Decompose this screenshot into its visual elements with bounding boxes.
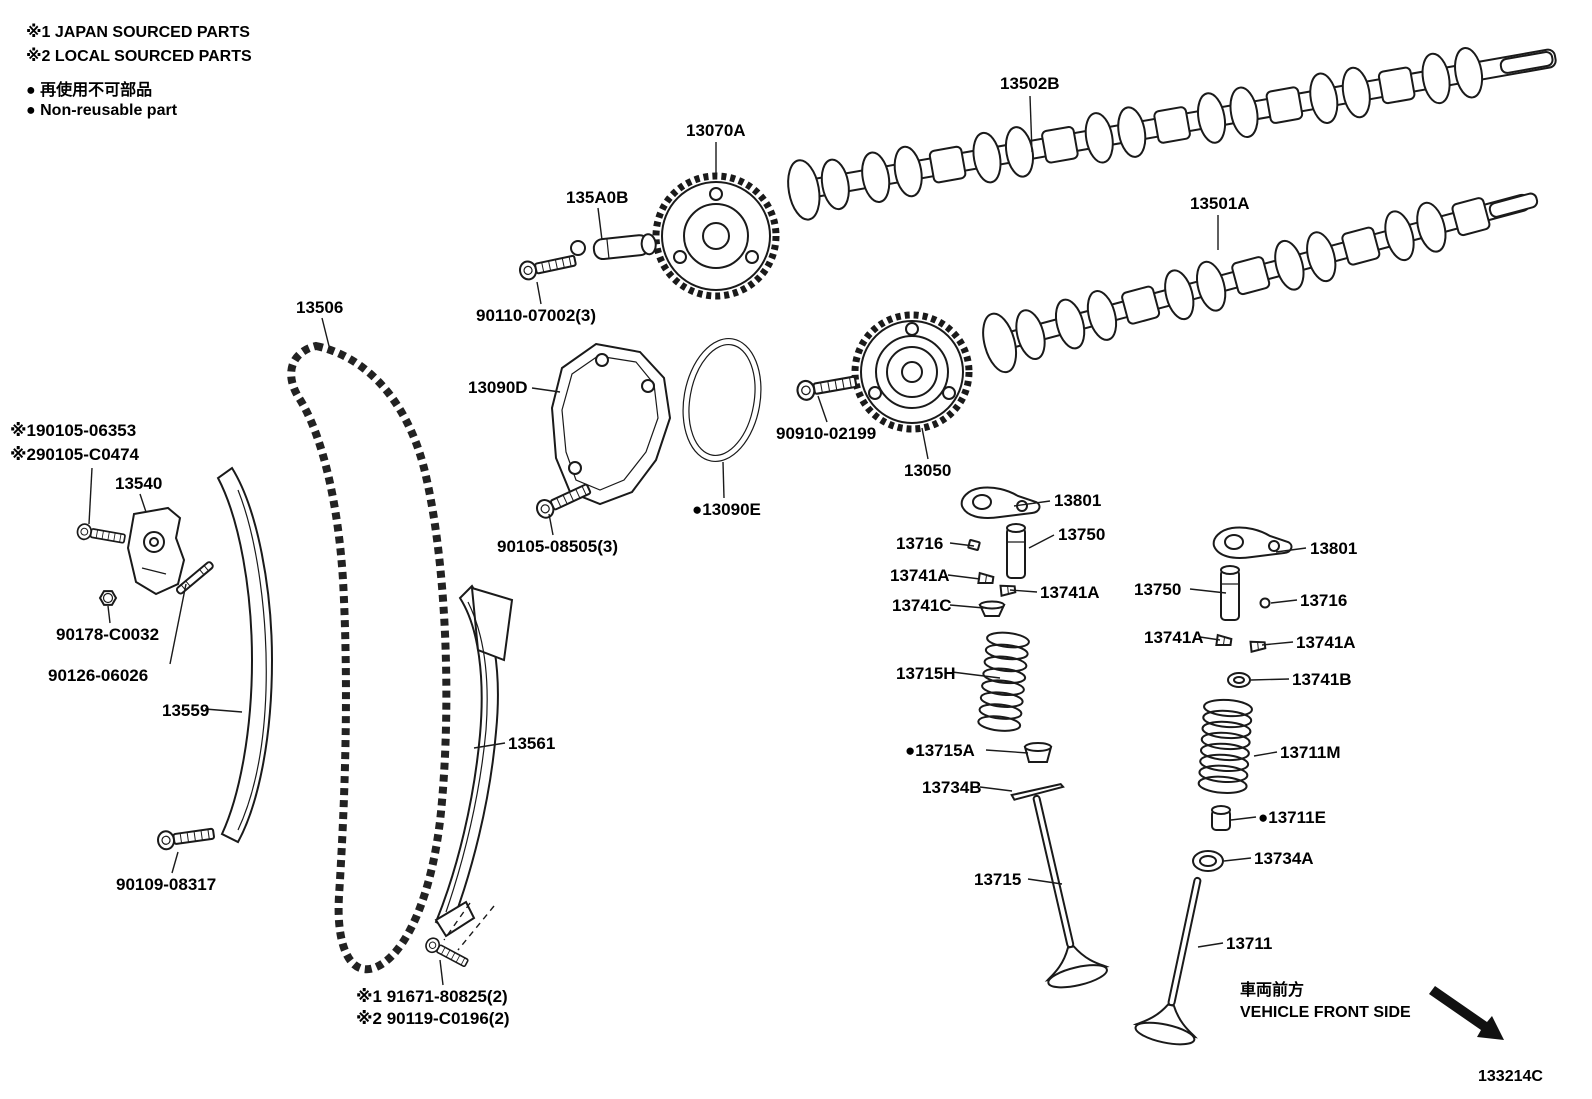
label-13801-exhaust[interactable]: 13801 <box>1310 539 1358 558</box>
label-13716-intake[interactable]: 13716 <box>896 534 944 553</box>
timing-chain-13506 <box>287 341 451 974</box>
label-13801-intake[interactable]: 13801 <box>1054 491 1102 510</box>
rocker-arm-13801-exhaust <box>1212 526 1293 559</box>
label-13502B[interactable]: 13502B <box>1000 74 1060 93</box>
label-13506[interactable]: 13506 <box>296 298 344 317</box>
washer-13734A <box>1192 850 1224 872</box>
camshaft-13501A <box>982 192 1539 374</box>
camshaft-timing-gear-13070A <box>652 172 780 300</box>
tensioner-housing-13090D <box>550 342 672 506</box>
label-90105-06353[interactable]: ※190105-06353 <box>10 421 137 440</box>
rocker-arm-13801-intake <box>960 486 1041 519</box>
exhaust-valve-13711 <box>1132 876 1202 1046</box>
dashed-leader-lines <box>443 902 495 951</box>
label-13711[interactable]: 13711 <box>1226 934 1273 953</box>
label-13715A[interactable]: ●13715A <box>905 741 975 760</box>
leader-lines <box>88 95 1307 986</box>
valve-spring-13711M <box>1197 698 1253 794</box>
camshaft-timing-gear-13050 <box>851 311 973 433</box>
valve-stem-cap-13734B <box>1010 782 1065 801</box>
label-90910-02199[interactable]: 90910-02199 <box>776 424 877 443</box>
nut-90178-C0032 <box>98 590 118 606</box>
label-13090D[interactable]: 13090D <box>468 378 528 397</box>
plug-13716-exhaust <box>1259 597 1271 609</box>
lash-adjuster-13750-intake <box>1006 523 1026 579</box>
label-90178-C0032[interactable]: 90178-C0032 <box>56 625 160 644</box>
label-13741A-4[interactable]: 13741A <box>1296 633 1356 652</box>
label-13711M[interactable]: 13711M <box>1280 743 1341 762</box>
lash-adjuster-13750-exhaust <box>1220 565 1240 621</box>
plug-13716-intake <box>967 539 981 551</box>
label-90105-08505[interactable]: 90105-08505(3) <box>497 537 618 556</box>
chain-guide-13561 <box>434 584 514 938</box>
vehicle-front-label-jp: 車両前方 <box>1240 982 1305 999</box>
intake-valve-13715 <box>1032 794 1110 989</box>
legend-japan-sourced: ※1 JAPAN SOURCED PARTS <box>26 24 250 41</box>
spring-seat-13711E <box>1211 805 1231 831</box>
diagram-code: 133214C <box>1478 1068 1543 1085</box>
chain-tensioner-13540 <box>126 506 186 596</box>
spring-washer-13741B <box>1227 672 1251 688</box>
label-13070A[interactable]: 13070A <box>686 121 746 140</box>
label-13741A-2[interactable]: 13741A <box>1040 583 1100 602</box>
label-13559[interactable]: 13559 <box>162 701 210 720</box>
label-13715[interactable]: 13715 <box>974 870 1022 889</box>
label-13741A-1[interactable]: 13741A <box>890 566 950 585</box>
label-13050[interactable]: 13050 <box>904 461 952 480</box>
label-13750-intake[interactable]: 13750 <box>1058 525 1106 544</box>
label-90119-C0196[interactable]: ※2 90119-C0196(2) <box>356 1009 510 1028</box>
label-13716-exhaust[interactable]: 13716 <box>1300 591 1348 610</box>
label-90126-06026[interactable]: 90126-06026 <box>48 666 149 685</box>
vehicle-front-label-en: VEHICLE FRONT SIDE <box>1240 1004 1411 1021</box>
label-90110-07002[interactable]: 90110-07002(3) <box>476 306 597 325</box>
gasket-13090E <box>682 337 762 463</box>
label-13501A[interactable]: 13501A <box>1190 194 1250 213</box>
label-13750-exhaust[interactable]: 13750 <box>1134 580 1182 599</box>
label-90109-08317[interactable]: 90109-08317 <box>116 875 217 894</box>
label-13734A[interactable]: 13734A <box>1254 849 1314 868</box>
label-135A0B[interactable]: 135A0B <box>566 188 629 207</box>
legend-local-sourced: ※2 LOCAL SOURCED PARTS <box>26 48 252 65</box>
camshaft-dowel-135A0B <box>570 233 657 261</box>
spring-retainer-13715A <box>1023 742 1053 763</box>
label-13741A-3[interactable]: 13741A <box>1144 628 1204 647</box>
spring-seat-13741C <box>978 600 1006 617</box>
legend-nonreusable-jp: ● 再使用不可部品 <box>26 82 153 99</box>
chain-guide-13559 <box>216 466 274 844</box>
label-13734B[interactable]: 13734B <box>922 778 982 797</box>
label-13711E[interactable]: ●13711E <box>1258 808 1326 827</box>
legend-nonreusable-en: ● Non-reusable part <box>26 102 178 119</box>
vehicle-front-label: 車両前方 VEHICLE FRONT SIDE <box>1240 980 1411 1024</box>
label-90105-C0474[interactable]: ※290105-C0474 <box>10 445 140 464</box>
label-91671-80825[interactable]: ※1 91671-80825(2) <box>356 987 508 1006</box>
label-13715H[interactable]: 13715H <box>896 664 956 683</box>
valve-spring-13715H <box>977 631 1030 732</box>
label-13741B[interactable]: 13741B <box>1292 670 1352 689</box>
camshaft-13502B <box>787 44 1557 221</box>
vehicle-front-arrow <box>1429 986 1504 1040</box>
label-13090E[interactable]: ●13090E <box>692 500 761 519</box>
label-13561[interactable]: 13561 <box>508 734 556 753</box>
label-13741C[interactable]: 13741C <box>892 596 952 615</box>
label-13540[interactable]: 13540 <box>115 474 163 493</box>
